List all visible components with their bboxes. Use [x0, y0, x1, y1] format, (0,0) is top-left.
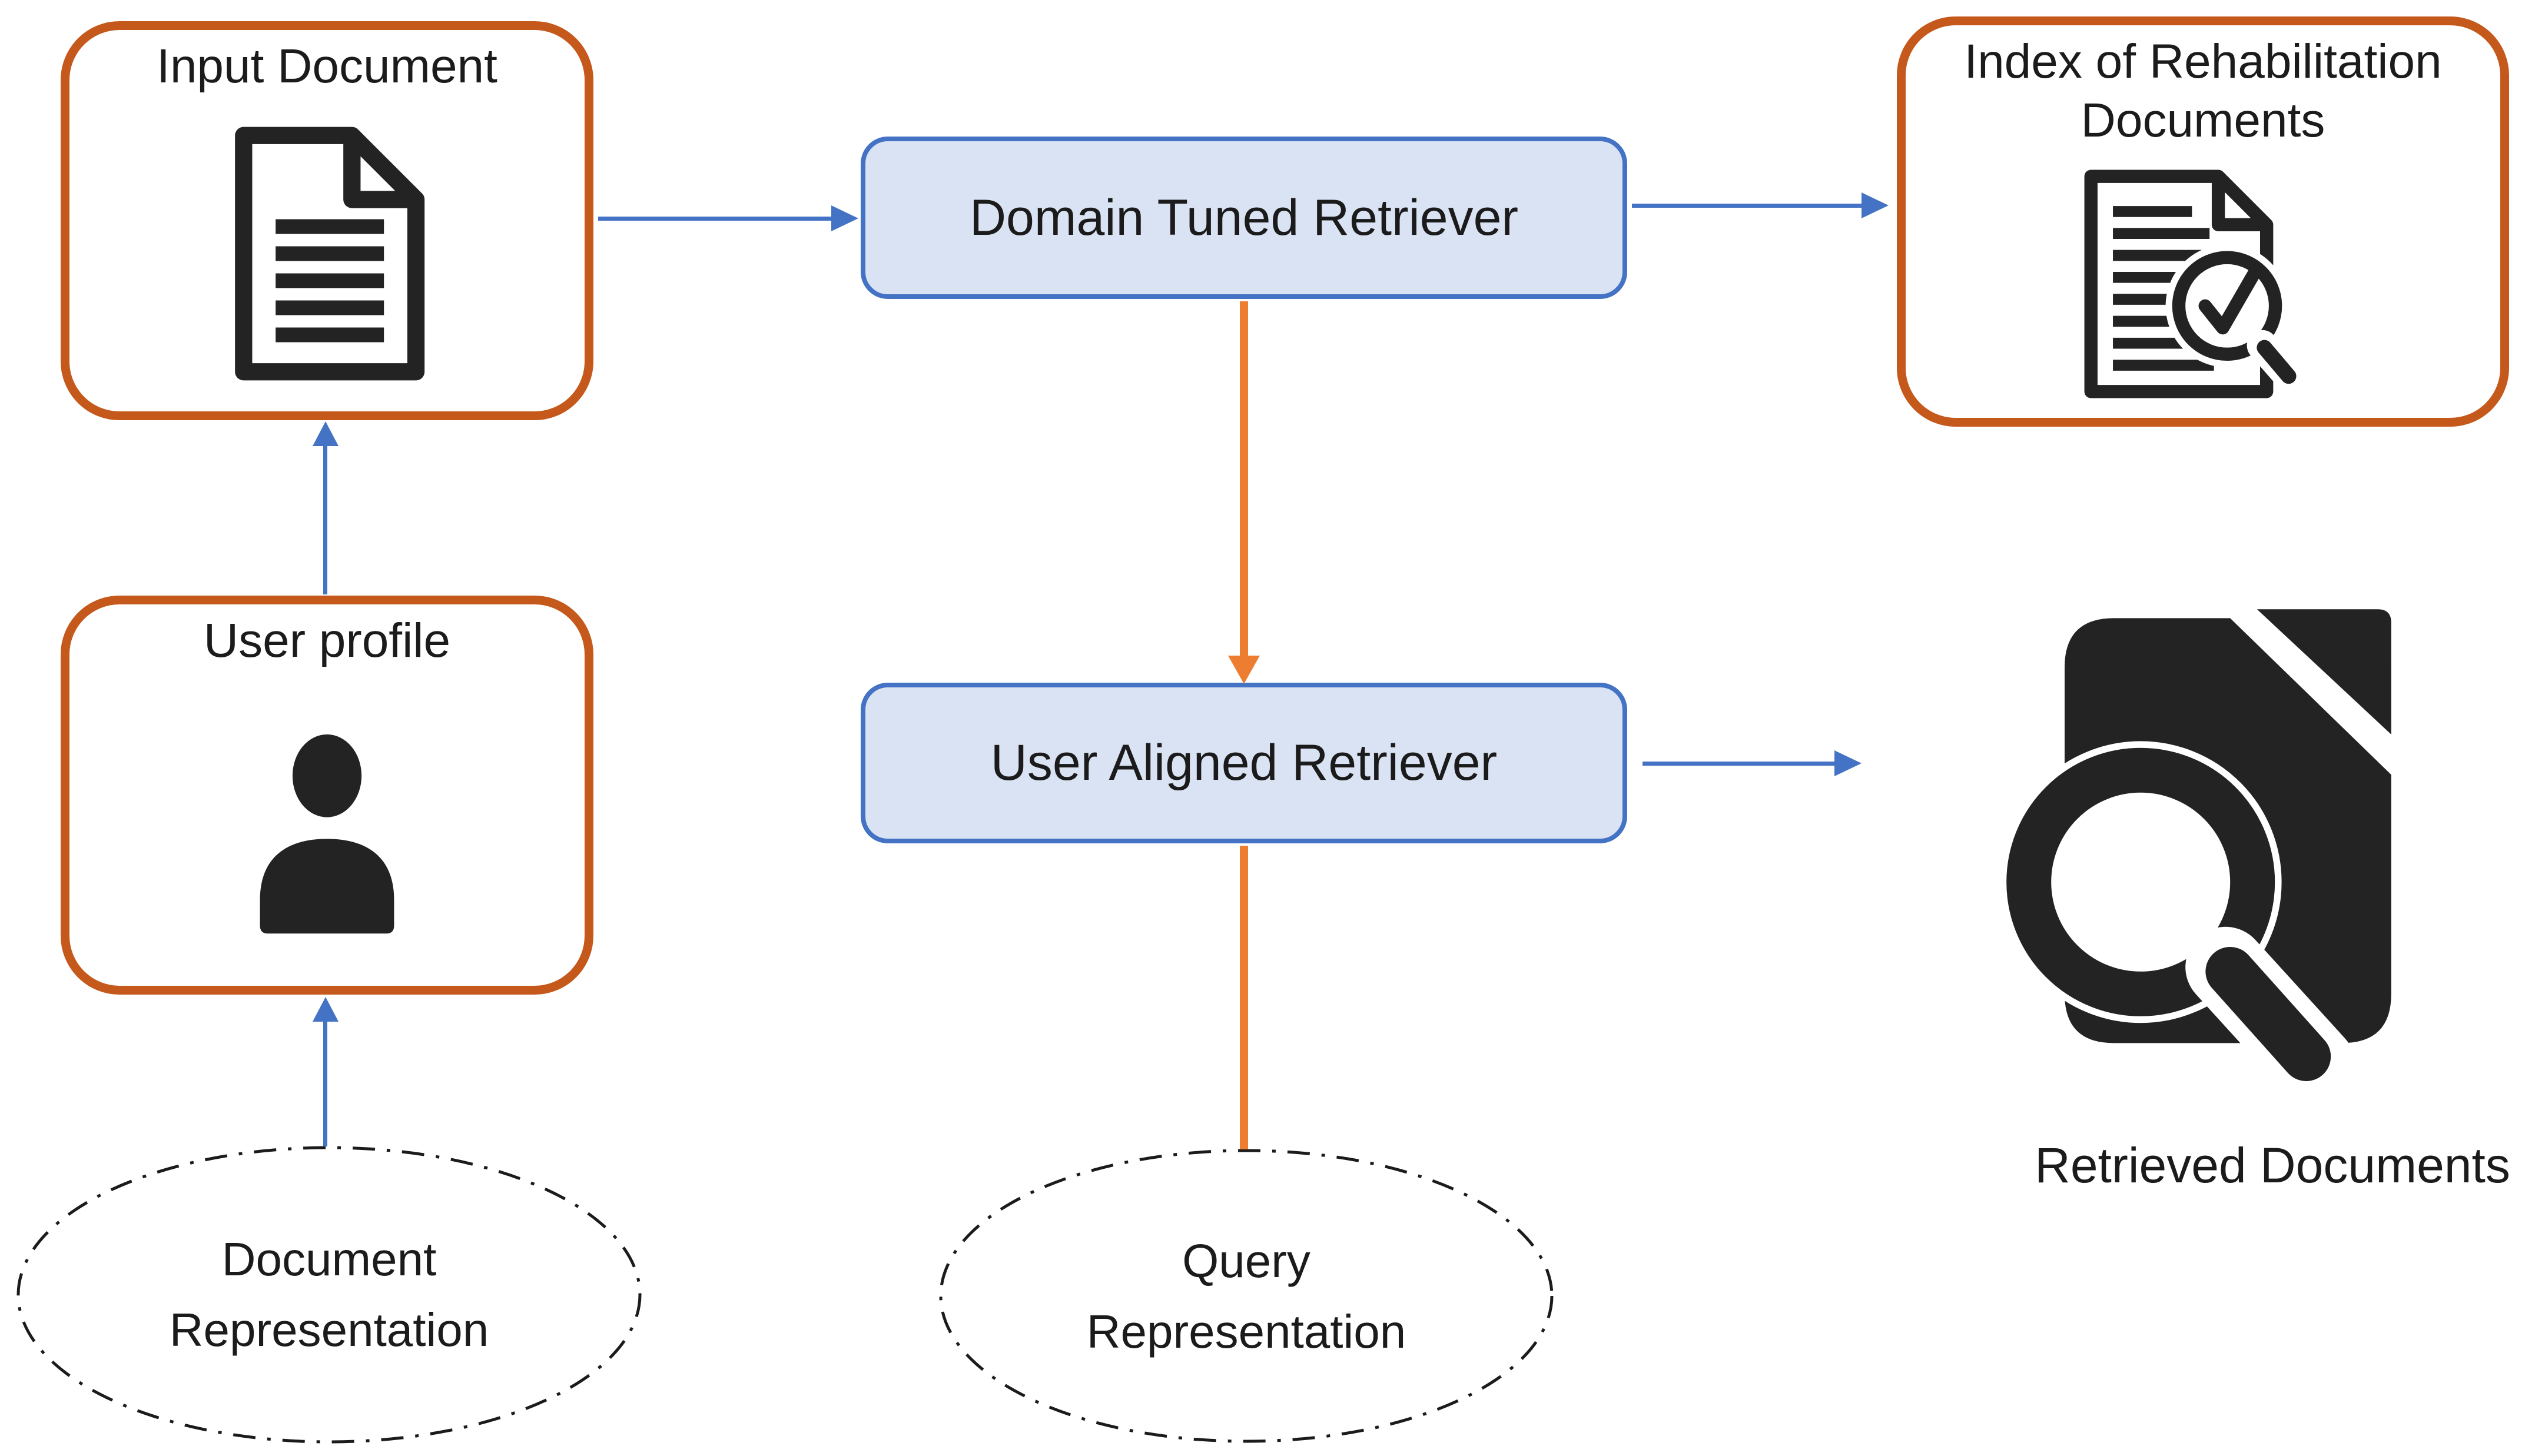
index-documents-label: Index of Rehabilitation Documents: [1964, 35, 2442, 148]
user-aligned-retriever-box: User Aligned Retriever: [861, 683, 1627, 843]
arrow-docrep-to-userprofile-line: [323, 1019, 327, 1146]
arrow-domain-to-useraligned-head: [1228, 656, 1260, 684]
document-search-icon: [1975, 596, 2423, 1122]
arrow-userprofile-to-input-head: [313, 421, 339, 446]
document-representation-label: Document Representation: [169, 1233, 489, 1356]
retrieved-documents-label: Retrieved Documents: [2035, 1138, 2510, 1193]
domain-tuned-retriever-box: Domain Tuned Retriever: [861, 137, 1627, 299]
user-profile-box: User profile: [61, 596, 593, 995]
document-representation-ellipse-outline: [16, 1146, 642, 1444]
query-representation-label: Query Representation: [1086, 1234, 1406, 1358]
document-check-search-icon: [1906, 150, 2500, 418]
user-icon: [69, 670, 585, 986]
arrow-docrep-to-userprofile-head: [313, 997, 339, 1022]
domain-tuned-retriever-label: Domain Tuned Retriever: [969, 189, 1519, 246]
arrow-userprofile-to-input-line: [323, 444, 327, 594]
arrow-input-to-domain-line: [598, 217, 834, 221]
document-icon-svg: [234, 127, 424, 381]
arrow-domain-to-index-line: [1632, 204, 1864, 208]
connector-useraligned-to-query-line: [1240, 846, 1248, 1149]
document-representation-label-wrap: Document Representation: [15, 1145, 643, 1445]
query-representation-label-wrap: Query Representation: [938, 1148, 1555, 1445]
arrow-useraligned-to-retrieved-head: [1834, 750, 1862, 776]
index-documents-box: Index of Rehabilitation Documents: [1897, 16, 2509, 427]
query-representation-ellipse-outline: [939, 1149, 1554, 1443]
arrow-input-to-domain-head: [831, 205, 858, 231]
document-representation-ellipse: Document Representation: [15, 1145, 643, 1445]
input-document-box: Input Document: [61, 21, 593, 420]
input-document-label: Input Document: [157, 39, 497, 93]
user-aligned-retriever-label: User Aligned Retriever: [990, 734, 1498, 791]
document-icon: [69, 96, 585, 411]
arrow-domain-to-index-head: [1862, 192, 1889, 218]
arrow-domain-to-useraligned-line: [1240, 301, 1248, 659]
user-profile-label: User profile: [203, 614, 451, 667]
query-representation-ellipse: Query Representation: [938, 1148, 1555, 1445]
document-search-icon-svg: [1999, 609, 2391, 1106]
document-check-search-icon-svg: [2084, 169, 2309, 398]
arrow-useraligned-to-retrieved-line: [1643, 762, 1837, 766]
user-icon-svg: [260, 734, 394, 934]
